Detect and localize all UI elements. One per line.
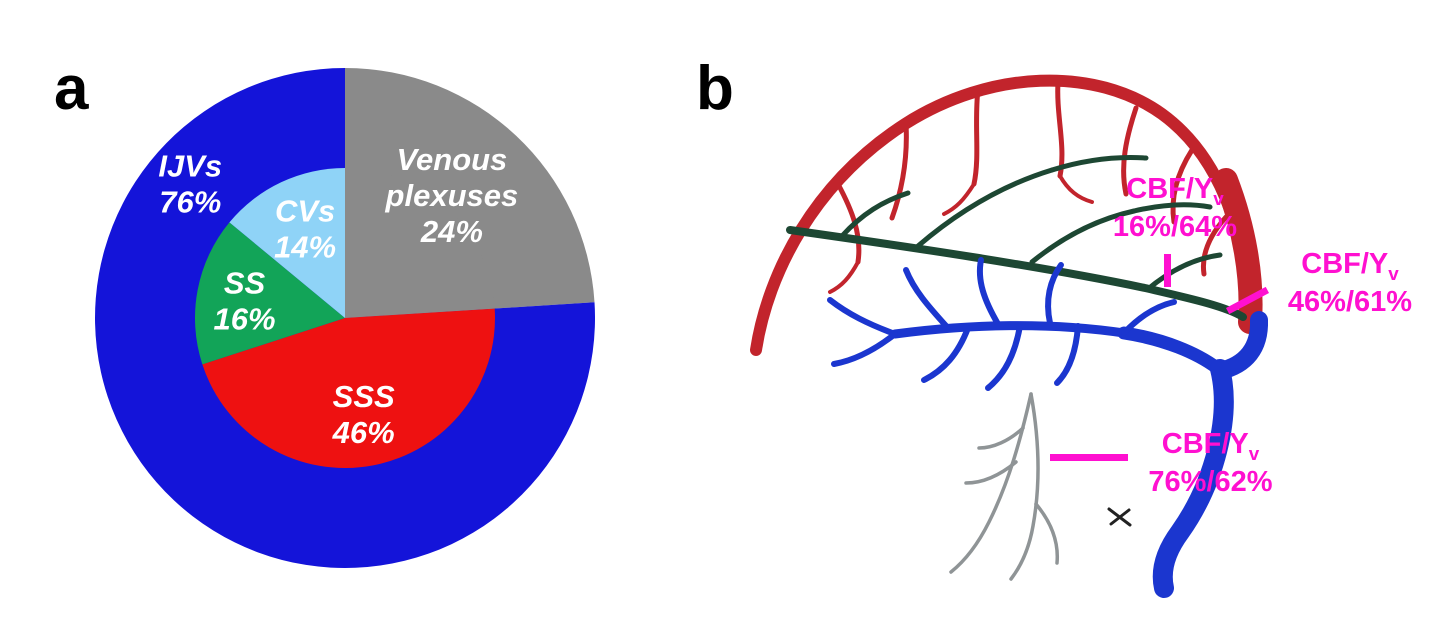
inner-slice-ss <box>194 222 345 365</box>
annotation-tick-sss <box>1164 254 1171 287</box>
inner-slice-venous-plexuses <box>345 168 495 318</box>
annotation-values: 46%/61% <box>1287 286 1413 319</box>
inner-slice-sss <box>202 308 495 468</box>
cbf-yv-annotation-sss: CBF/Yv 16%/64% <box>1085 172 1265 244</box>
panel-a-label: a <box>54 54 89 123</box>
minor-veins-gray <box>949 392 1060 581</box>
annotation-subscript: v <box>1213 187 1224 209</box>
annotation-values: 76%/62% <box>1148 466 1273 499</box>
inner-slice-cvs <box>229 168 345 318</box>
sagittal-sinus-green <box>786 155 1247 321</box>
brain-vasculature-illustration <box>750 74 1269 598</box>
panel-b-label: b <box>696 54 734 123</box>
annotation-tick-ijv <box>1050 454 1128 461</box>
cbf-yv-annotation-ijv: CBF/Yv 76%/62% <box>1118 427 1303 499</box>
annotation-prefix: CBF/Y <box>1161 428 1249 460</box>
jugular-trunk <box>1152 359 1234 598</box>
venous-system-blue <box>827 257 1269 598</box>
brain-vasculature-panel: CBF/Yv 16%/64% CBF/Yv 46%/61% CBF/Yv 76%… <box>720 72 1450 612</box>
x-mark <box>1107 507 1132 527</box>
annotation-subscript: v <box>1388 262 1399 284</box>
annotation-subscript: v <box>1248 442 1260 464</box>
annotation-values: 16%/64% <box>1112 211 1238 244</box>
annotation-prefix: CBF/Y <box>1126 173 1214 205</box>
cbf-yv-annotation-transverse: CBF/Yv 46%/61% <box>1255 247 1445 319</box>
annotation-prefix: CBF/Y <box>1301 248 1389 280</box>
